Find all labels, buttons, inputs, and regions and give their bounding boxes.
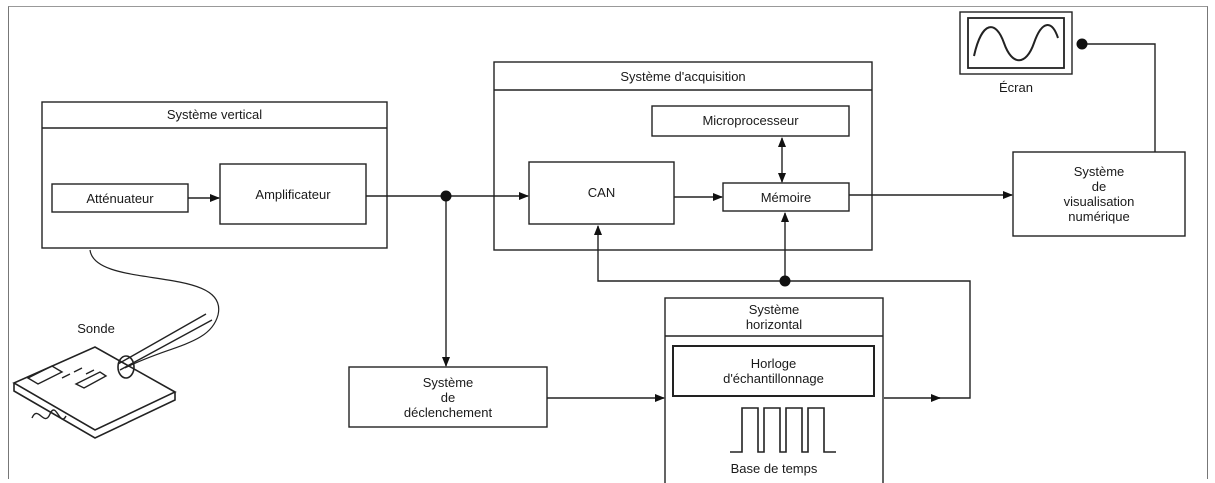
time-base-square-wave	[730, 407, 836, 453]
probe-signal-squiggle	[31, 409, 67, 420]
can-box	[528, 161, 675, 225]
trigger-system-label: Système de déclenchement	[403, 375, 493, 420]
attenuator-label: Atténuateur	[86, 191, 154, 206]
vertical-system-title: Système vertical	[166, 107, 263, 122]
probe-board	[12, 346, 177, 439]
wire-clock-loop	[785, 280, 971, 399]
probe-board-components	[26, 365, 108, 389]
acquisition-system-title: Système d'acquisition	[620, 69, 746, 84]
visualization-system-box	[1012, 151, 1186, 237]
acquisition-system-box	[493, 61, 873, 251]
can-label: CAN	[587, 185, 616, 200]
probe-tip-line	[117, 313, 213, 371]
memory-label: Mémoire	[760, 190, 812, 205]
visualization-system-label: Système de visualisation numérique	[1063, 164, 1135, 224]
junction-dot-clock	[779, 275, 791, 287]
microprocessor-label: Microprocesseur	[702, 113, 799, 128]
diagram-frame	[8, 6, 1208, 479]
wire-visualization-screen	[1080, 43, 1156, 152]
amplifier-label: Amplificateur	[255, 187, 331, 202]
memory-box	[722, 182, 850, 212]
screen-inner-box	[967, 17, 1065, 69]
junction-dot-amplifier	[440, 190, 452, 202]
vertical-system-box	[41, 101, 388, 249]
probe-label: Sonde	[77, 321, 115, 336]
screen-outer-box	[959, 11, 1073, 75]
probe-ring	[117, 355, 135, 379]
time-base-label: Base de temps	[730, 461, 818, 476]
microprocessor-box	[651, 105, 850, 137]
sampling-clock-box	[672, 345, 875, 397]
screen-sine-wave	[973, 24, 1059, 62]
screen-label: Écran	[999, 80, 1033, 95]
trigger-system-box	[348, 366, 548, 428]
horizontal-system-title: Système horizontal	[745, 302, 803, 332]
horizontal-system-box	[664, 297, 884, 483]
probe-cable	[89, 249, 220, 369]
wire-clock-can	[594, 225, 785, 282]
junction-dot-screen	[1076, 38, 1088, 50]
amplifier-box	[219, 163, 367, 225]
sampling-clock-label: Horloge d'échantillonnage	[723, 356, 824, 386]
